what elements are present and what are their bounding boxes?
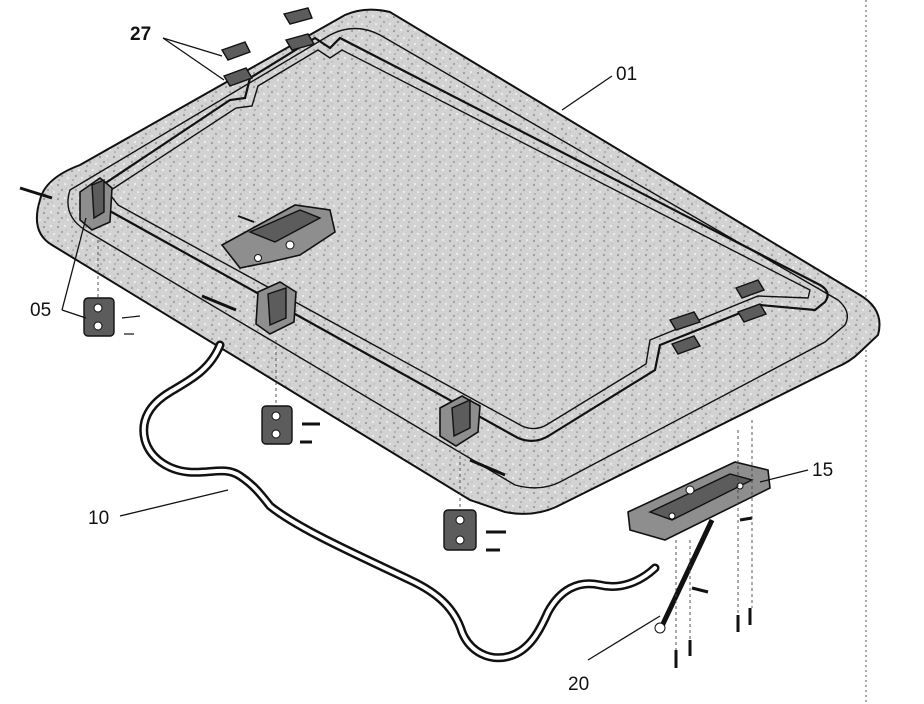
assembly-lines xyxy=(97,240,753,650)
loose-screws xyxy=(674,516,753,668)
callout-27: 27 xyxy=(130,24,151,45)
hinge-plate-middle xyxy=(261,405,320,445)
hinge-middle xyxy=(201,281,297,335)
callout-20: 20 xyxy=(568,674,589,695)
hinge-plate-left xyxy=(83,297,141,337)
strut-20 xyxy=(654,518,715,634)
callout-05: 05 xyxy=(30,300,51,321)
hinge-right xyxy=(439,395,506,477)
seal-10-inner xyxy=(141,343,657,660)
hinge-plate-right xyxy=(443,509,506,552)
callout-01: 01 xyxy=(616,64,637,85)
hinge-left xyxy=(19,176,113,231)
center-bracket xyxy=(220,204,336,269)
callout-15: 15 xyxy=(812,460,833,481)
bracket-15 xyxy=(627,461,771,541)
panel-frame-inner xyxy=(106,49,811,430)
callout-10: 10 xyxy=(88,508,109,529)
panel-inner-rim xyxy=(67,27,848,489)
latch-group xyxy=(220,7,768,355)
leader-lines xyxy=(61,37,809,661)
